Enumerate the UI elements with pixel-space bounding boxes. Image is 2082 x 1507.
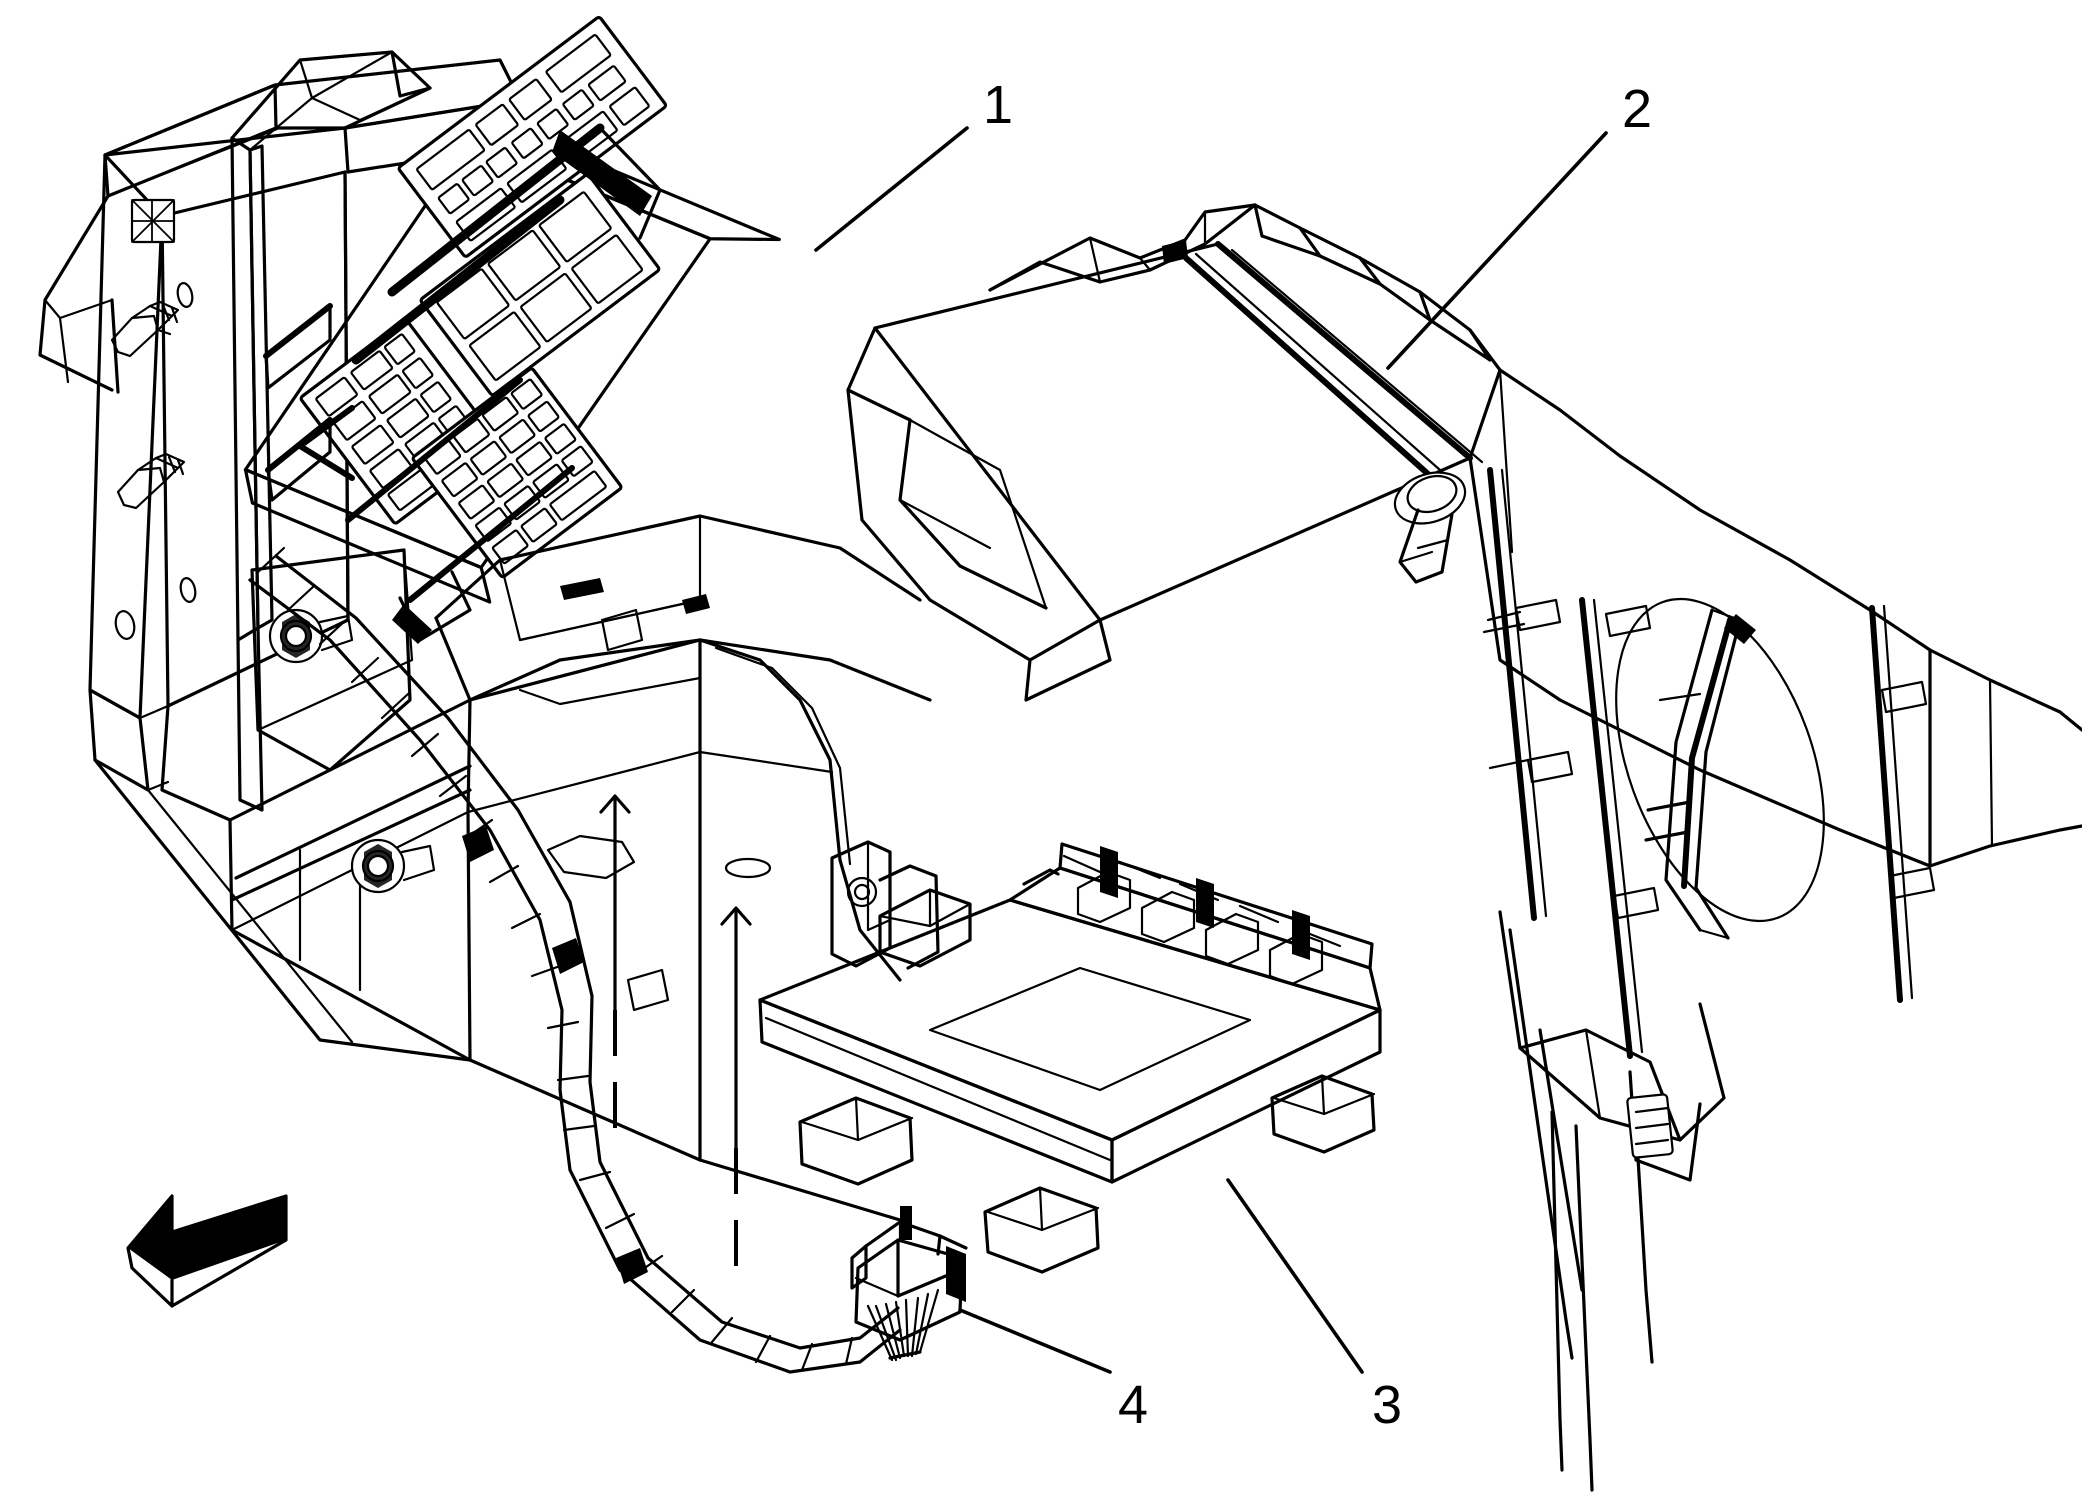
callout-leaders [814, 126, 1608, 1374]
leader-4 [958, 1308, 1112, 1374]
orientation-arrow [126, 1194, 288, 1308]
relay-cavity-plate [419, 173, 661, 397]
assembly-direction-lines [599, 794, 752, 1282]
callout-label-1: 1 [983, 75, 1014, 135]
callout-label-4: 4 [1118, 1375, 1149, 1435]
inner-panel [230, 50, 432, 812]
leader-2 [1386, 131, 1608, 370]
leader-1 [814, 126, 969, 252]
bracket-bolt-upper [110, 300, 180, 358]
bushing-upper [268, 608, 354, 664]
carrier-mounting-stud [1393, 471, 1467, 584]
left-mounting-bracket [38, 58, 522, 822]
instrument-panel-carrier [846, 203, 2082, 1492]
callout-label-2: 2 [1622, 79, 1653, 139]
control-module [758, 840, 1382, 1274]
bracket-bolt-lower [116, 452, 186, 510]
bushing-lower [350, 838, 436, 894]
fuse-block [243, 15, 781, 644]
bracket-stud-icon [130, 198, 176, 244]
harness-connector [850, 1206, 968, 1362]
callout-label-3: 3 [1372, 1375, 1403, 1435]
leader-3 [1226, 1178, 1364, 1374]
module-connector-header [878, 842, 1382, 1012]
wire-harness [248, 546, 902, 1374]
